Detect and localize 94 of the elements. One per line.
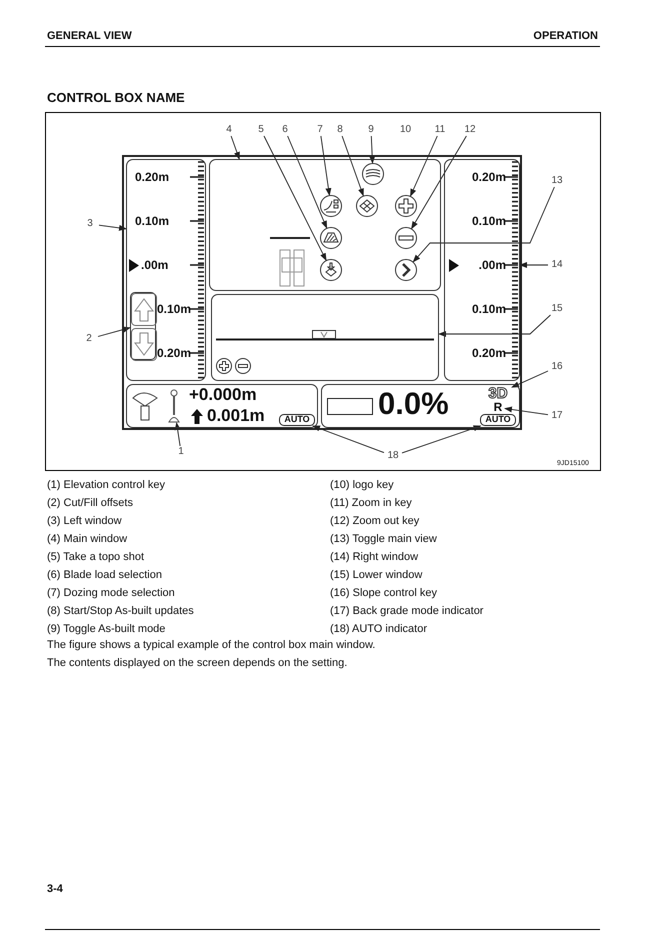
key-list-item: (6) Blade load selection bbox=[47, 569, 162, 582]
leader-line bbox=[342, 136, 364, 197]
key-list-item: (9) Toggle As-built mode bbox=[47, 623, 166, 636]
section-title: CONTROL BOX NAME bbox=[47, 90, 185, 105]
callout-number: 1 bbox=[172, 446, 190, 458]
leader-line bbox=[98, 224, 127, 231]
leader-line bbox=[511, 370, 548, 388]
callout-number: 12 bbox=[461, 124, 479, 136]
key-list-item: (8) Start/Stop As-built updates bbox=[47, 605, 194, 618]
auto-badge: AUTO bbox=[480, 414, 516, 426]
scale-label: 0.20m bbox=[472, 170, 506, 184]
slope-panel bbox=[321, 384, 520, 428]
callout-number: 10 bbox=[400, 124, 412, 136]
topo-shot-key bbox=[320, 259, 342, 281]
key-list-item: (11) Zoom in key bbox=[330, 497, 412, 510]
leader-line bbox=[320, 136, 332, 196]
key-list-item: (2) Cut/Fill offsets bbox=[47, 497, 133, 510]
key-list-item: (3) Left window bbox=[47, 515, 122, 528]
callout-number: 13 bbox=[548, 175, 566, 187]
header-text: GENERAL VIEW bbox=[47, 30, 132, 43]
right-window bbox=[444, 159, 520, 381]
leader-line bbox=[98, 326, 131, 337]
grid-key bbox=[356, 195, 378, 217]
leader-line bbox=[412, 186, 555, 263]
key-list-item: (12) Zoom out key bbox=[330, 515, 420, 528]
callout-number: 14 bbox=[548, 259, 566, 271]
mast-icon bbox=[167, 389, 181, 423]
offset-key-pair bbox=[130, 292, 156, 360]
note-text: The contents displayed on the screen depends on the setting. bbox=[47, 657, 348, 670]
leader-line bbox=[504, 406, 548, 416]
slope-value: 0.0% bbox=[378, 387, 449, 420]
key-list-item: (17) Back grade mode indicator bbox=[330, 605, 484, 618]
callout-number: 11 bbox=[431, 124, 449, 136]
callout-number: 15 bbox=[548, 303, 566, 315]
callout-number: 5 bbox=[252, 124, 270, 136]
key-list-item: (15) Lower window bbox=[330, 569, 422, 582]
dozing-mode-key bbox=[320, 195, 342, 217]
elevation-value: +0.000m bbox=[189, 385, 257, 404]
callout-number: 4 bbox=[220, 124, 238, 136]
display-screen bbox=[122, 155, 522, 430]
key-list-item: (13) Toggle main view bbox=[330, 533, 437, 546]
callout-number: 2 bbox=[80, 333, 98, 345]
key-list-item: (14) Right window bbox=[330, 551, 418, 564]
leader-line bbox=[519, 262, 548, 268]
key-list-item: (4) Main window bbox=[47, 533, 128, 546]
note-text: The figure shows a typical example of the control box main window. bbox=[47, 639, 376, 652]
callout-number: 18 bbox=[384, 450, 402, 462]
header-text: OPERATION bbox=[533, 30, 598, 43]
scale-label: 0.10m bbox=[472, 302, 506, 316]
leader-line bbox=[230, 136, 240, 160]
leader-line bbox=[438, 314, 551, 337]
scale-label: .00m bbox=[478, 258, 506, 272]
callout-number: 7 bbox=[311, 124, 329, 136]
leader-line bbox=[410, 136, 438, 197]
zoom-in-key bbox=[395, 195, 417, 217]
elevation-panel bbox=[126, 384, 318, 428]
leader-line bbox=[264, 136, 327, 262]
leader-line bbox=[312, 426, 384, 454]
zoom-out-key bbox=[395, 227, 417, 249]
leader-line bbox=[287, 136, 328, 229]
main-window bbox=[209, 159, 441, 291]
callout-number: 6 bbox=[276, 124, 294, 136]
key-list-item: (16) Slope control key bbox=[330, 587, 437, 600]
callout-number: 3 bbox=[81, 218, 99, 230]
leader-line bbox=[411, 136, 467, 230]
page-number: 3-4 bbox=[47, 883, 63, 896]
callout-number: 9 bbox=[362, 124, 380, 136]
callout-number: 8 bbox=[331, 124, 349, 136]
mode-indicator: 3D bbox=[484, 385, 512, 402]
lower-window bbox=[211, 294, 439, 381]
scale-label: .00m bbox=[141, 258, 168, 272]
key-list-item: (5) Take a topo shot bbox=[47, 551, 144, 564]
scale-label: 0.10m bbox=[472, 214, 506, 228]
key-list-item: (18) AUTO indicator bbox=[330, 623, 428, 636]
leader-line bbox=[402, 425, 482, 454]
auto-badge: AUTO bbox=[279, 414, 315, 426]
blade-load-key bbox=[320, 227, 342, 249]
layers-key bbox=[362, 163, 384, 185]
mode-indicator: R bbox=[491, 401, 505, 414]
callout-number: 17 bbox=[548, 410, 566, 422]
key-list-item: (7) Dozing mode selection bbox=[47, 587, 175, 600]
key-list-item: (1) Elevation control key bbox=[47, 479, 165, 492]
scale-label: 0.10m bbox=[157, 302, 192, 316]
chevron-key bbox=[395, 259, 417, 281]
key-list-item: (10) logo key bbox=[330, 479, 394, 492]
left-window bbox=[126, 159, 206, 381]
scale-label: 0.10m bbox=[135, 214, 170, 228]
leader-line bbox=[174, 422, 181, 446]
elevation-value: 0.001m bbox=[207, 406, 265, 425]
callout-number: 16 bbox=[548, 361, 566, 373]
scale-label: 0.20m bbox=[135, 170, 170, 184]
leader-line bbox=[369, 136, 376, 164]
scale-label: 0.20m bbox=[157, 346, 192, 360]
scale-label: 0.20m bbox=[472, 346, 506, 360]
